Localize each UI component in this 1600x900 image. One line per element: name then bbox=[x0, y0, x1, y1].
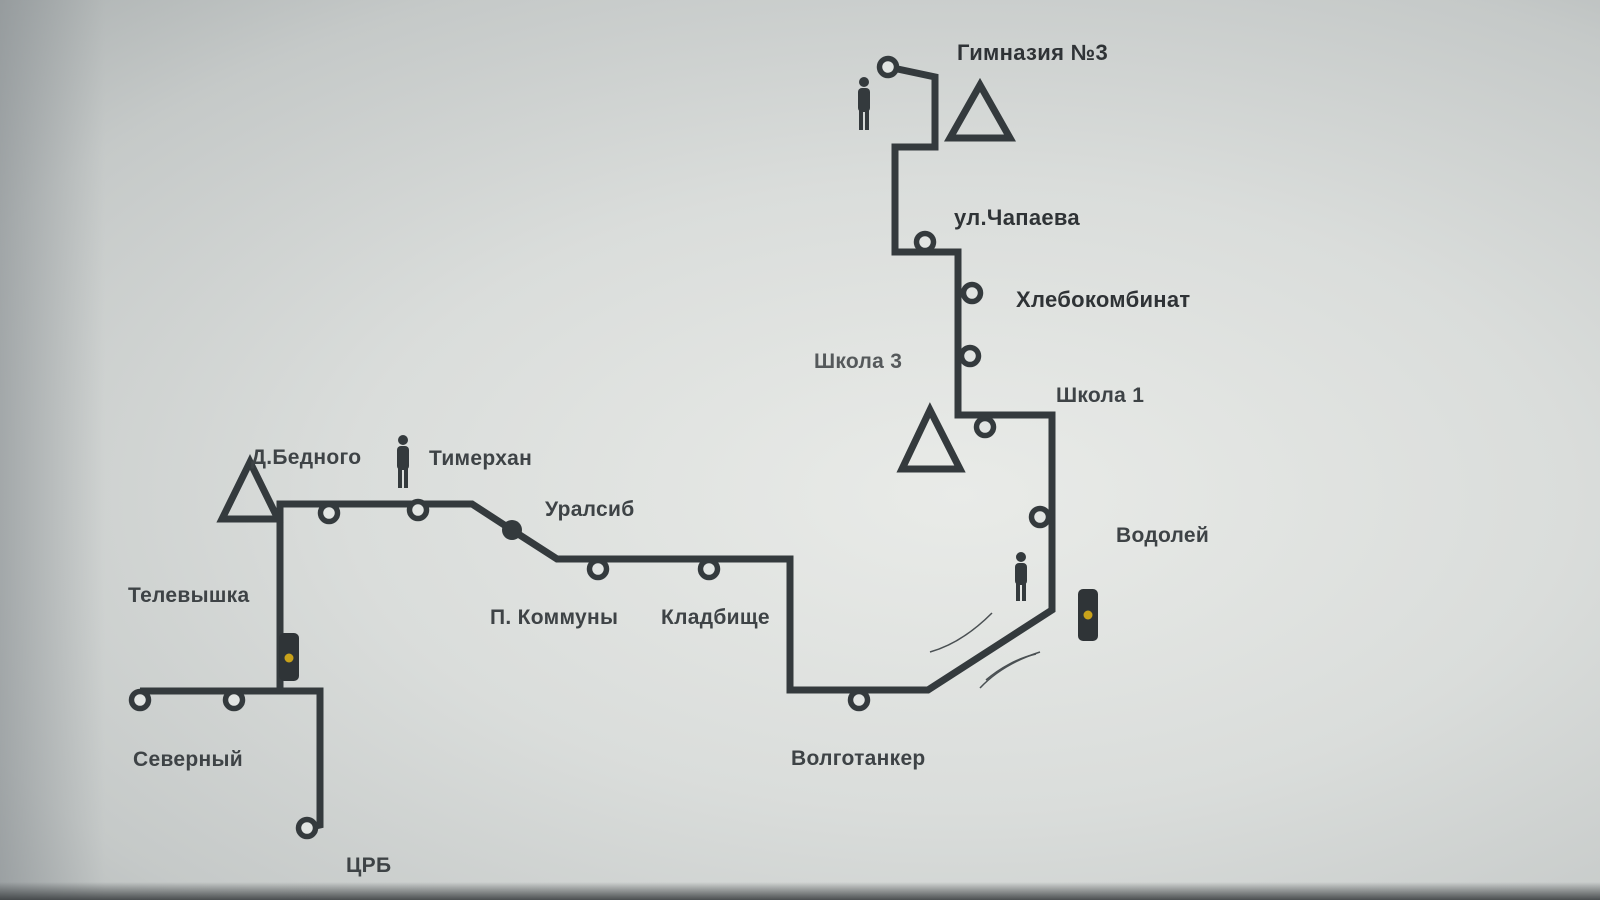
bus-stop-icon bbox=[406, 498, 430, 522]
label-north: Северный bbox=[133, 748, 243, 771]
label-school-1: Школа 1 bbox=[1056, 384, 1145, 407]
traffic-light-icon bbox=[1078, 589, 1098, 641]
pedestrian-icon bbox=[858, 77, 870, 130]
bus-stop-icon bbox=[295, 816, 319, 840]
label-volgotanker: Волготанкер bbox=[791, 747, 926, 770]
bus-stop-icon bbox=[958, 344, 982, 368]
traffic-lights bbox=[279, 589, 1098, 681]
bus-stop-icon bbox=[128, 688, 152, 712]
label-gymnasium: Гимназия №3 bbox=[957, 40, 1108, 65]
bus-stop-icon bbox=[586, 557, 610, 581]
triangle-warning-sign-icon bbox=[896, 402, 966, 473]
label-hospital: ЦРБ bbox=[346, 854, 392, 877]
photo-shadow-left bbox=[0, 0, 105, 900]
bus-stop-icon bbox=[1028, 505, 1052, 529]
triangle-warning-sign-icon bbox=[943, 77, 1017, 142]
photo-shadow-bottom bbox=[0, 882, 1600, 900]
bus-stop-icon bbox=[847, 688, 871, 712]
bus-stop-filled-icon bbox=[502, 520, 522, 540]
label-uralsib: Уралсиб bbox=[545, 498, 635, 521]
pencil-marks bbox=[929, 612, 1041, 689]
label-kommuny: П. Коммуны bbox=[490, 606, 619, 629]
label-chapaeva: ул.Чапаева bbox=[954, 205, 1080, 230]
bus-stop-icon bbox=[317, 501, 341, 525]
bus-stop-icon bbox=[876, 55, 900, 79]
bus-stop-icon bbox=[973, 415, 997, 439]
pedestrian-icon bbox=[397, 435, 409, 488]
bus-stops bbox=[128, 55, 1052, 840]
triangle-warning-sign-icon bbox=[216, 454, 284, 523]
label-timerkhan: Тимерхан bbox=[429, 447, 533, 470]
warning-signs bbox=[216, 77, 1017, 523]
label-bednogo: Д.Бедного bbox=[251, 446, 362, 469]
route-main-path bbox=[276, 63, 1056, 694]
bus-stop-icon bbox=[913, 230, 937, 254]
label-bread-factory: Хлебокомбинат bbox=[1016, 287, 1191, 312]
label-vodoley: Водолей bbox=[1116, 524, 1210, 547]
pedestrian-icon bbox=[1015, 552, 1027, 601]
label-cemetery: Кладбище bbox=[661, 606, 770, 629]
bus-stop-icon bbox=[697, 557, 721, 581]
label-tv-tower: Телевышка bbox=[128, 584, 250, 607]
pedestrians bbox=[397, 77, 1027, 601]
traffic-light-icon bbox=[279, 633, 299, 681]
bus-stop-icon bbox=[222, 688, 246, 712]
label-school-3: Школа 3 bbox=[814, 350, 903, 373]
bus-stop-icon bbox=[960, 281, 984, 305]
